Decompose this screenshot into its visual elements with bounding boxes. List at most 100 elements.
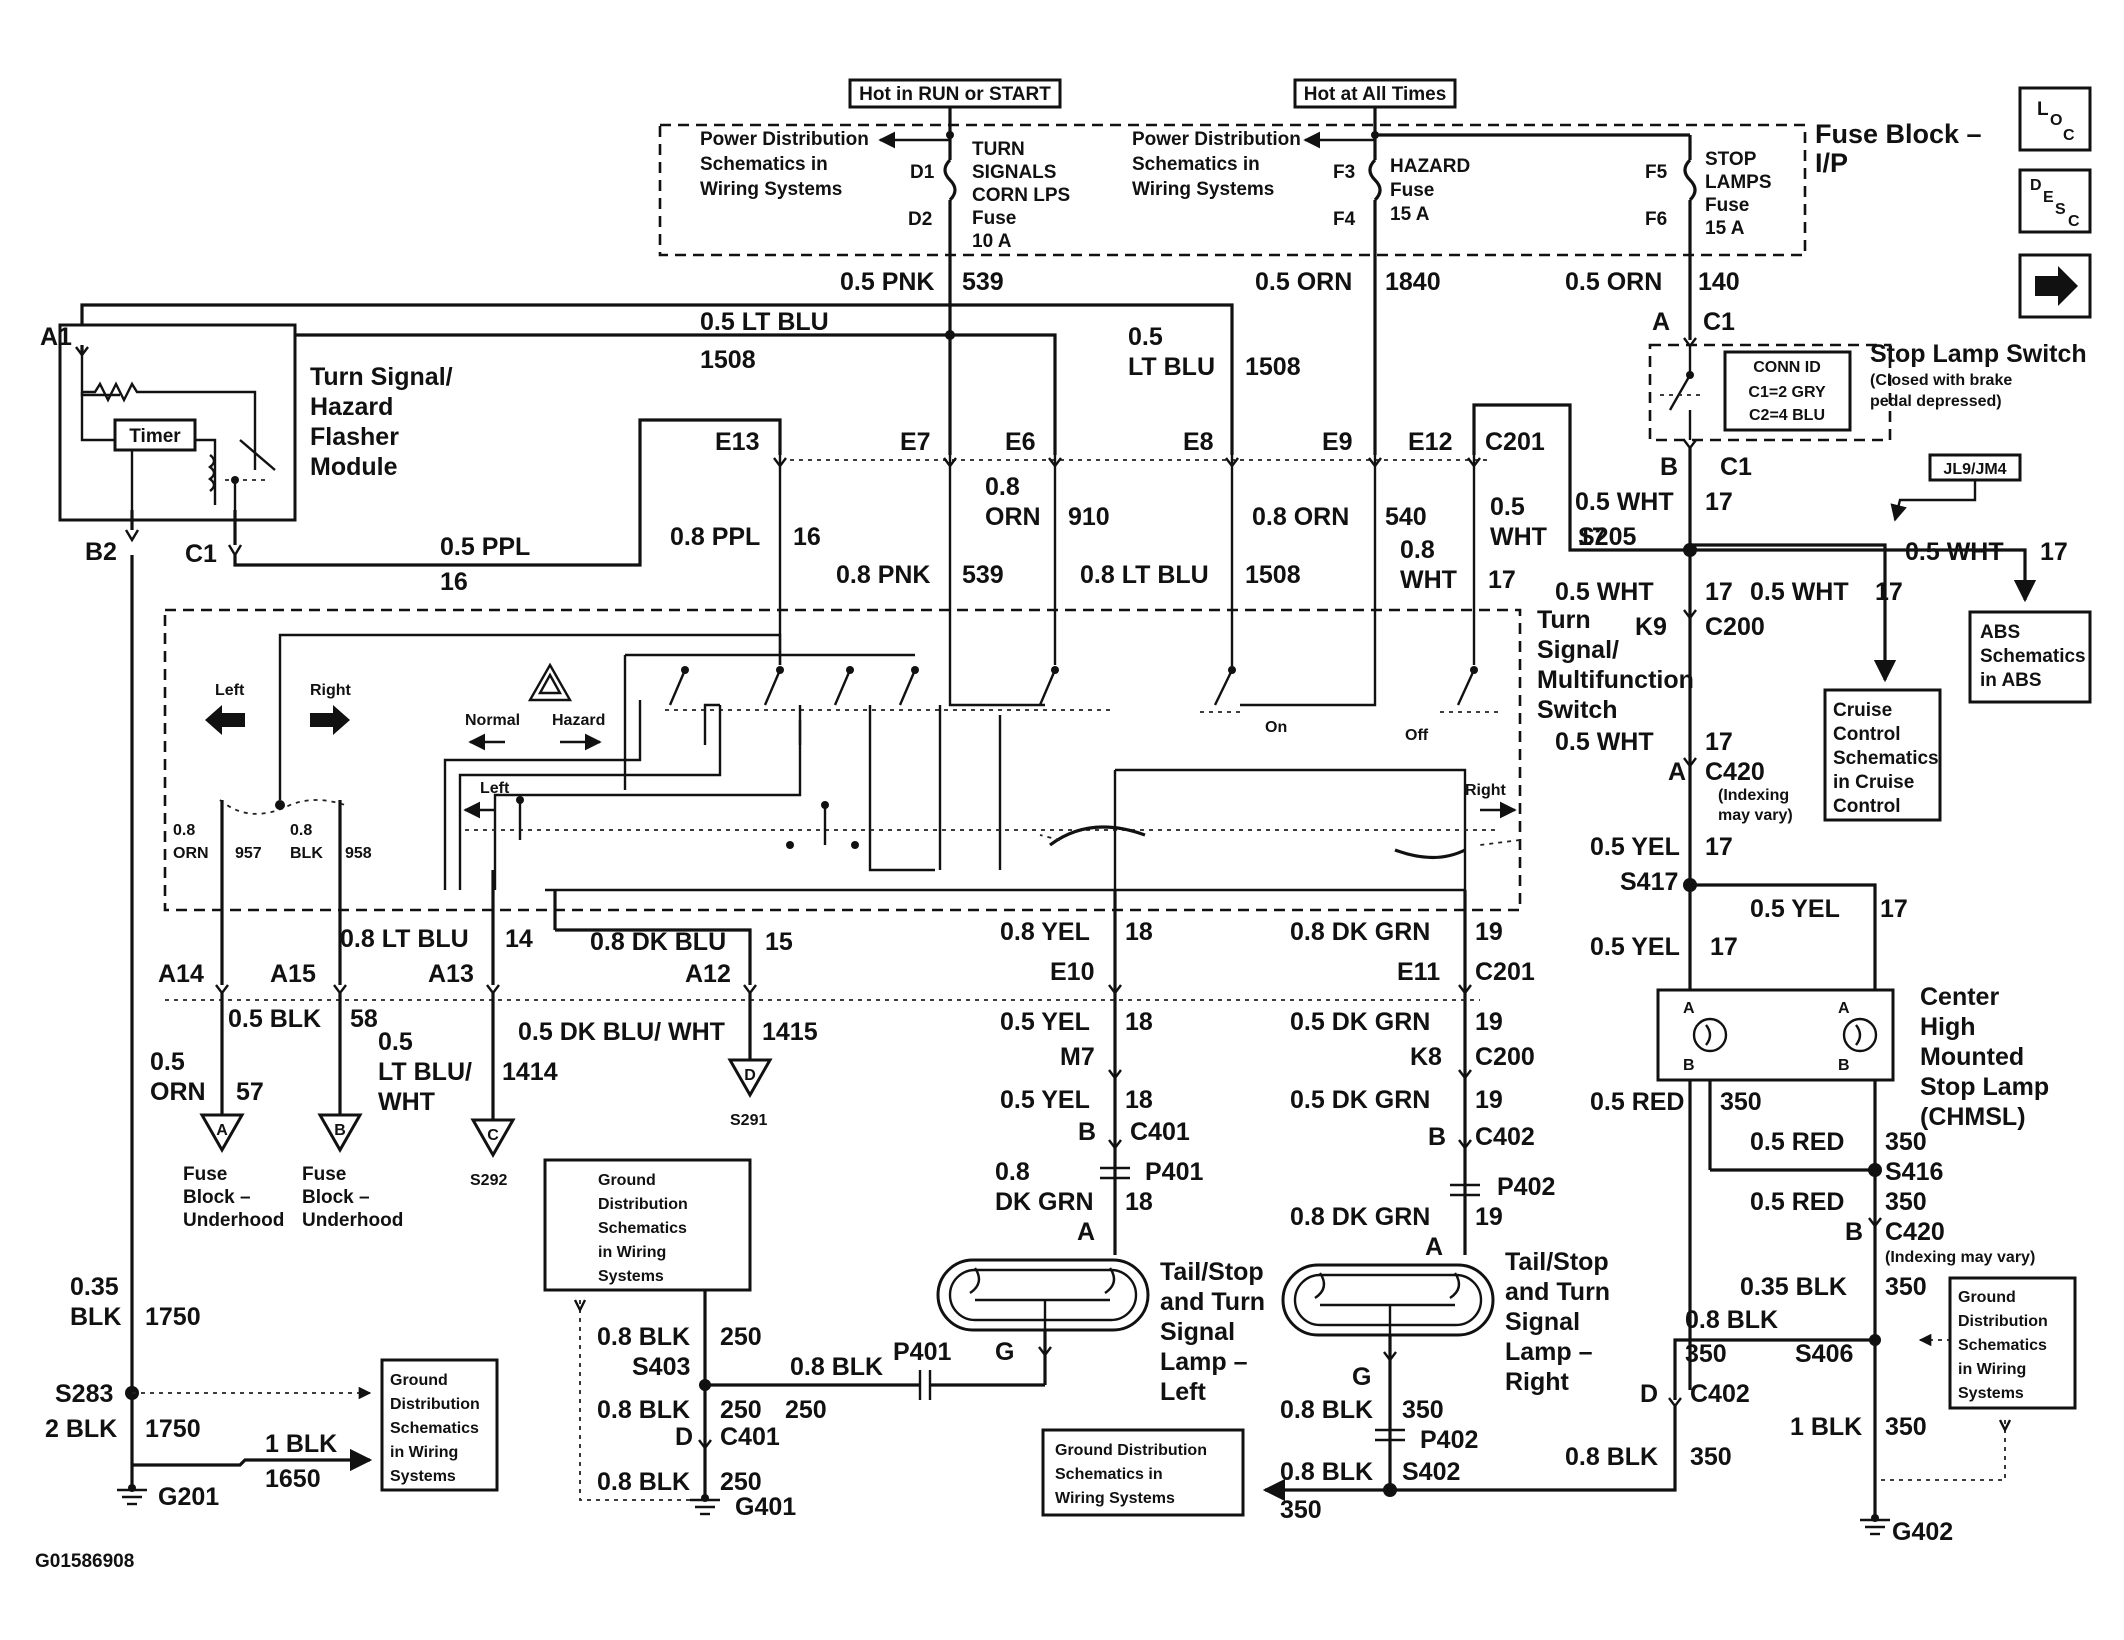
loc-icon[interactable]: L O C xyxy=(2018,86,2092,152)
svg-text:Underhood: Underhood xyxy=(302,1210,403,1231)
tail-stop-lamp-left: Tail/Stop and Turn Signal Lamp – Left xyxy=(936,1258,1265,1406)
svg-text:A1: A1 xyxy=(40,323,72,351)
svg-text:Distribution: Distribution xyxy=(598,1196,688,1213)
svg-text:0.5: 0.5 xyxy=(1128,323,1163,351)
svg-text:S292: S292 xyxy=(470,1172,507,1189)
wire-labels-right: 0.5 WHT 17 S205 0.5 WHT 17 0.5 WHT 17 K9… xyxy=(1555,488,2068,961)
svg-text:A14: A14 xyxy=(158,960,204,988)
svg-text:Lamp –: Lamp – xyxy=(1160,1348,1248,1376)
svg-text:(Indexing: (Indexing xyxy=(1718,787,1789,804)
svg-text:350: 350 xyxy=(1402,1396,1444,1424)
svg-text:0.5 ORN: 0.5 ORN xyxy=(1255,268,1352,296)
svg-text:LT BLU: LT BLU xyxy=(1128,353,1215,381)
multifunction-switch-title: Turn Signal/ Multifunction Switch xyxy=(1537,606,1694,724)
svg-text:A13: A13 xyxy=(428,960,474,988)
svg-text:0.5 WHT: 0.5 WHT xyxy=(1575,488,1674,516)
svg-text:C2=4 BLU: C2=4 BLU xyxy=(1749,407,1825,424)
stop-lamp-switch: A C1 CONN ID C1=2 GRY C2=4 BLU Stop Lamp… xyxy=(1648,308,2087,481)
svg-text:18: 18 xyxy=(1125,1008,1153,1036)
ground-dist-box-bottom: Ground Distribution Schematics in Wiring… xyxy=(1041,1428,1245,1517)
svg-text:0.5 LT BLU: 0.5 LT BLU xyxy=(700,308,829,336)
svg-text:350: 350 xyxy=(1885,1273,1927,1301)
center-right-wire-labels: 0.8 DK GRN 19 E11 C201 0.5 DK GRN 19 K8 … xyxy=(1290,918,1555,1261)
svg-text:C: C xyxy=(487,1127,499,1144)
svg-text:Fuse: Fuse xyxy=(1705,195,1749,216)
svg-text:350: 350 xyxy=(1885,1413,1927,1441)
svg-text:P401: P401 xyxy=(1145,1158,1203,1186)
svg-text:17: 17 xyxy=(1705,488,1733,516)
svg-text:ORN: ORN xyxy=(173,845,209,862)
svg-text:0.8 BLK: 0.8 BLK xyxy=(597,1468,690,1496)
svg-text:Timer: Timer xyxy=(129,426,181,447)
svg-text:1415: 1415 xyxy=(762,1018,818,1046)
svg-text:G: G xyxy=(1352,1363,1371,1391)
svg-text:Hazard: Hazard xyxy=(552,712,605,729)
desc-icon[interactable]: D E S C xyxy=(2018,168,2092,234)
svg-text:Fuse: Fuse xyxy=(972,208,1016,229)
svg-text:0.5 DK BLU/ WHT: 0.5 DK BLU/ WHT xyxy=(518,1018,725,1046)
svg-text:and Turn: and Turn xyxy=(1505,1278,1610,1306)
svg-text:Tail/Stop: Tail/Stop xyxy=(1505,1248,1609,1276)
left-right-dir-labels: Left Right xyxy=(463,780,1517,819)
svg-text:D: D xyxy=(675,1423,693,1451)
svg-text:17: 17 xyxy=(1875,578,1903,606)
svg-text:C1=2 GRY: C1=2 GRY xyxy=(1748,384,1826,401)
svg-text:C420: C420 xyxy=(1705,758,1765,786)
svg-text:0.5 YEL: 0.5 YEL xyxy=(1000,1008,1090,1036)
svg-text:2 BLK: 2 BLK xyxy=(45,1415,117,1443)
svg-text:C201: C201 xyxy=(1485,428,1545,456)
svg-text:0.5 WHT: 0.5 WHT xyxy=(1555,728,1654,756)
multifunction-switch-outline xyxy=(163,608,1522,912)
svg-text:G: G xyxy=(995,1338,1014,1366)
svg-text:F6: F6 xyxy=(1645,209,1667,230)
svg-text:0.5: 0.5 xyxy=(1490,493,1525,521)
next-arrow-icon[interactable] xyxy=(2018,253,2092,319)
svg-text:0.8 DK GRN: 0.8 DK GRN xyxy=(1290,918,1430,946)
turn-fuse-label: TURN SIGNALS CORN LPS Fuse 10 A xyxy=(972,139,1070,252)
svg-text:Control: Control xyxy=(1833,796,1901,817)
svg-text:Schematics: Schematics xyxy=(598,1220,687,1237)
svg-text:E13: E13 xyxy=(715,428,759,456)
svg-text:0.35 BLK: 0.35 BLK xyxy=(1740,1273,1847,1301)
svg-text:18: 18 xyxy=(1125,918,1153,946)
svg-text:350: 350 xyxy=(1885,1128,1927,1156)
svg-text:K9: K9 xyxy=(1635,613,1667,641)
svg-text:539: 539 xyxy=(962,268,1004,296)
svg-text:BLK: BLK xyxy=(70,1303,121,1331)
svg-text:Fuse: Fuse xyxy=(1390,180,1434,201)
center-left-wire-labels: 0.8 YEL 18 E10 0.5 YEL 18 M7 0.5 YEL 18 … xyxy=(995,918,1203,1246)
svg-text:0.8 BLK: 0.8 BLK xyxy=(790,1353,883,1381)
svg-text:Hot at All Times: Hot at All Times xyxy=(1304,84,1447,105)
svg-text:Turn: Turn xyxy=(1537,606,1591,634)
svg-text:0.8: 0.8 xyxy=(173,822,195,839)
svg-text:in ABS: in ABS xyxy=(1980,670,2042,691)
svg-text:0.8 ORN: 0.8 ORN xyxy=(1252,503,1349,531)
svg-text:E6: E6 xyxy=(1005,428,1036,456)
svg-text:16: 16 xyxy=(793,523,821,551)
fuse-block-title: Fuse Block – I/P xyxy=(1815,119,1982,178)
svg-text:L: L xyxy=(2037,99,2049,120)
ground-icon-g402 xyxy=(1860,1514,1890,1536)
ground-dist-box-center: Ground Distribution Schematics in Wiring… xyxy=(543,1158,752,1292)
svg-text:B: B xyxy=(1845,1218,1863,1246)
svg-text:1 BLK: 1 BLK xyxy=(1790,1413,1862,1441)
svg-text:0.5 WHT: 0.5 WHT xyxy=(1555,578,1654,606)
stop-fuse-icon xyxy=(1683,158,1697,202)
svg-text:C200: C200 xyxy=(1475,1043,1535,1071)
center-right-gnd-labels: 0.8 BLK 350 P402 0.8 BLK 350 S402 0.8 BL… xyxy=(1280,1396,1732,1524)
svg-text:Schematics: Schematics xyxy=(1833,748,1939,769)
svg-text:in Wiring: in Wiring xyxy=(390,1444,458,1461)
svg-text:A: A xyxy=(1838,1000,1850,1017)
svg-text:350: 350 xyxy=(1280,1496,1322,1524)
svg-text:Module: Module xyxy=(310,453,398,481)
svg-text:may vary): may vary) xyxy=(1718,807,1793,824)
svg-text:S402: S402 xyxy=(1402,1458,1460,1486)
svg-text:0.8: 0.8 xyxy=(290,822,312,839)
svg-text:K8: K8 xyxy=(1410,1043,1442,1071)
svg-text:C: C xyxy=(2063,127,2075,144)
svg-text:Schematics in: Schematics in xyxy=(1055,1466,1163,1483)
svg-text:I/P: I/P xyxy=(1815,148,1848,178)
svg-text:A: A xyxy=(1077,1218,1095,1246)
svg-text:0.8 BLK: 0.8 BLK xyxy=(1565,1443,1658,1471)
svg-text:350: 350 xyxy=(1885,1188,1927,1216)
